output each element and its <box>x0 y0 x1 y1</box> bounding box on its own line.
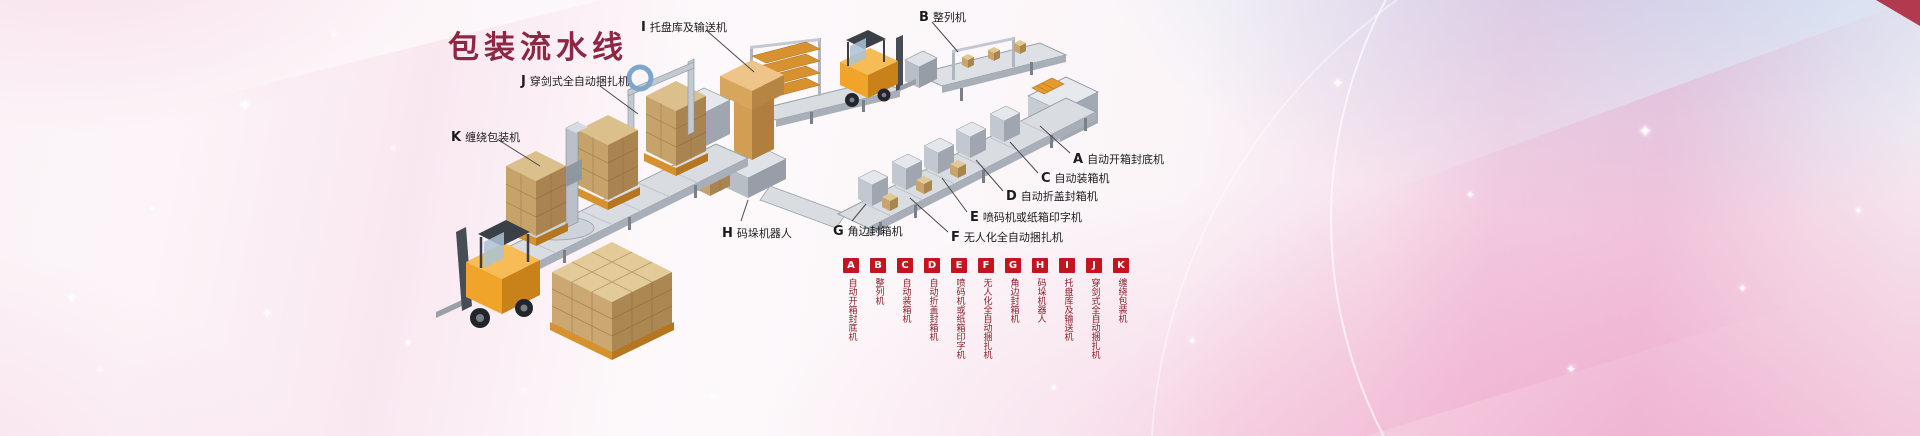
legend-item: H 码垛机器人 <box>1031 258 1049 366</box>
leader-lines <box>496 21 1071 233</box>
pallet-stack <box>504 151 568 246</box>
legend-item: K 缠绕包装机 <box>1112 258 1130 366</box>
legend-item-label: 整列机 <box>873 278 884 305</box>
legend-letter-badge: K <box>1113 258 1129 273</box>
legend-letter-badge: C <box>897 258 913 273</box>
page-title: 包装流水线 <box>448 30 628 66</box>
legend-item-label: 托盘库及输送机 <box>1062 278 1073 341</box>
pallet-stack <box>644 81 708 176</box>
legend-letter-badge: H <box>1032 258 1048 273</box>
pallet-stack-large <box>550 242 674 360</box>
legend: A 自动开箱封底机 B 整列机 C 自动装箱机 D 自动折盖封箱机 E 喷码机或… <box>842 258 1130 366</box>
legend-item-label: 无人化全自动捆扎机 <box>981 278 992 359</box>
callout-label: 角边封箱机 <box>847 225 903 238</box>
callout-label: 穿剑式全自动捆扎机 <box>529 75 629 88</box>
cartons <box>882 160 966 211</box>
machine-packer-C <box>989 105 1021 142</box>
callout-letter: J <box>521 74 526 89</box>
legend-item-label: 码垛机器人 <box>1035 278 1046 323</box>
callout-letter: C <box>1041 171 1051 186</box>
legend-item-label: 自动折盖封箱机 <box>927 278 938 341</box>
conveyor-junction <box>759 185 847 229</box>
legend-item: A 自动开箱封底机 <box>842 258 860 366</box>
callout-label: 码垛机器人 <box>736 227 792 240</box>
callout-letter: K <box>451 130 462 145</box>
strapping-arch <box>626 58 695 164</box>
callout-letter: H <box>722 226 733 241</box>
legend-letter-badge: G <box>1005 258 1021 273</box>
pallet-stack <box>576 115 640 210</box>
callout-letter: A <box>1073 152 1084 167</box>
legend-letter-badge: E <box>951 258 967 273</box>
legend-item: B 整列机 <box>869 258 887 366</box>
forklift-icon <box>840 30 916 107</box>
callout-letter: I <box>641 20 646 35</box>
legend-letter-badge: I <box>1059 258 1075 273</box>
callout-letter: E <box>970 210 979 225</box>
conveyor-right <box>836 97 1098 236</box>
machine-aligner-B <box>904 37 1068 101</box>
callout-letter: G <box>833 224 844 239</box>
callout-label: 无人化全自动捆扎机 <box>963 231 1063 244</box>
legend-item: E 喷码机或纸箱印字机 <box>950 258 968 366</box>
callout-label: 托盘库及输送机 <box>649 21 727 34</box>
legend-item-label: 缠绕包装机 <box>1116 278 1127 323</box>
legend-letter-badge: J <box>1086 258 1102 273</box>
callout-label: 整列机 <box>932 11 966 24</box>
legend-letter-badge: B <box>870 258 886 273</box>
callout-label: 自动开箱封底机 <box>1087 153 1165 166</box>
legend-item: F 无人化全自动捆扎机 <box>977 258 995 366</box>
legend-item: I 托盘库及输送机 <box>1058 258 1076 366</box>
legend-item-label: 喷码机或纸箱印字机 <box>954 278 965 359</box>
legend-item-label: 角边封箱机 <box>1008 278 1019 323</box>
callout-label: 自动折盖封箱机 <box>1020 190 1098 203</box>
legend-item: D 自动折盖封箱机 <box>923 258 941 366</box>
legend-item: G 角边封箱机 <box>1004 258 1022 366</box>
callout-label: 自动装箱机 <box>1054 172 1110 185</box>
legend-letter-badge: A <box>843 258 859 273</box>
legend-letter-badge: D <box>924 258 940 273</box>
callout-letter: F <box>951 230 960 245</box>
callout-label: 喷码机或纸箱印字机 <box>982 211 1082 224</box>
legend-item: C 自动装箱机 <box>896 258 914 366</box>
callout-label: 缠绕包装机 <box>465 131 521 144</box>
callout-letter: B <box>919 10 929 25</box>
legend-letter-badge: F <box>978 258 994 273</box>
callout-letter: D <box>1006 189 1017 204</box>
legend-item-label: 穿剑式全自动捆扎机 <box>1089 278 1100 359</box>
legend-item-label: 自动装箱机 <box>900 278 911 323</box>
forklift-icon <box>436 220 540 328</box>
legend-item-label: 自动开箱封底机 <box>846 278 857 341</box>
legend-item: J 穿剑式全自动捆扎机 <box>1085 258 1103 366</box>
machine-sealer-D <box>955 121 987 158</box>
